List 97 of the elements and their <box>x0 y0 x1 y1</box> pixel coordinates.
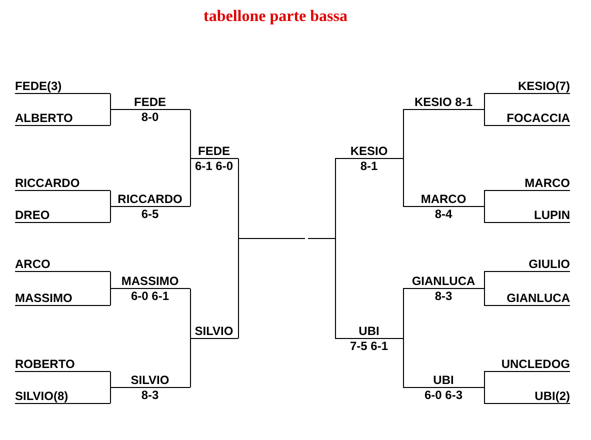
bracket-connector <box>110 109 111 126</box>
bracket-connector <box>190 338 191 388</box>
player-name: MARCO <box>420 192 468 206</box>
bracket-slot <box>484 257 570 272</box>
bracket-slot <box>403 192 484 221</box>
player-name: ARCO <box>15 257 52 271</box>
bracket-connector <box>403 338 404 388</box>
player-name: GIULIO <box>528 257 570 271</box>
final-line <box>308 238 335 239</box>
bracket-connector <box>238 158 239 239</box>
bracket-slot <box>15 357 110 372</box>
bracket-connector <box>190 158 191 207</box>
player-name: MASSIMO <box>15 291 74 305</box>
bracket-connector <box>110 93 111 110</box>
player-name: SILVIO(8) <box>15 389 70 403</box>
bracket-slot <box>484 357 570 372</box>
bracket-slot <box>484 291 570 306</box>
bracket-connector <box>238 238 239 339</box>
match-score: 8-1 <box>359 159 379 173</box>
match-score: 6-5 <box>140 207 160 221</box>
player-name: ROBERTO <box>15 357 76 371</box>
player-name: KESIO(7) <box>516 79 570 93</box>
bracket-slot <box>15 111 110 126</box>
bracket-connector <box>190 109 191 159</box>
match-score: 6-0 6-1 <box>130 289 170 303</box>
match-score: 6-1 6-0 <box>194 159 234 173</box>
player-name: GIANLUCA <box>506 291 570 305</box>
bracket-connector <box>335 238 336 339</box>
match-score: 6-0 6-3 <box>423 388 464 402</box>
bracket-connector <box>110 288 111 306</box>
bracket-slot <box>190 144 238 173</box>
bracket-slot <box>110 192 190 221</box>
bracket-slot <box>403 95 484 110</box>
bracket-slot <box>15 291 110 306</box>
player-name: SILVIO <box>194 324 234 338</box>
bracket-slot <box>484 111 570 126</box>
bracket-slot <box>335 144 403 173</box>
player-name: FEDE <box>196 144 231 158</box>
bracket-slot <box>484 208 570 223</box>
match-score: 8-0 <box>140 110 160 124</box>
bracket-slot <box>190 324 238 339</box>
bracket-slot <box>15 176 110 191</box>
bracket-connector <box>403 109 404 159</box>
bracket-connector <box>110 371 111 388</box>
bracket-connector <box>484 190 485 207</box>
bracket-connector <box>484 109 485 126</box>
bracket-connector <box>190 288 191 339</box>
bracket-slot <box>484 176 570 191</box>
player-name: MASSIMO <box>120 274 180 288</box>
player-name: FOCACCIA <box>506 111 570 125</box>
bracket-slot <box>110 373 190 402</box>
player-name: SILVIO <box>130 373 170 387</box>
player-name: UNCLEDOG <box>500 357 570 371</box>
bracket-connector <box>110 206 111 223</box>
bracket-connector <box>484 93 485 110</box>
bracket-slot <box>15 389 110 404</box>
player-name: RICCARDO <box>15 176 81 190</box>
bracket-slot <box>335 324 403 353</box>
player-name: FEDE <box>132 95 167 109</box>
match-score: 8-3 <box>140 388 160 402</box>
bracket-slot <box>110 274 190 303</box>
bracket-connector <box>110 387 111 404</box>
bracket-connector <box>110 271 111 289</box>
player-name: UBI <box>358 324 380 338</box>
bracket-connector <box>484 271 485 289</box>
bracket-slot <box>484 389 570 404</box>
bracket-connector <box>403 288 404 339</box>
bracket-connector <box>484 206 485 223</box>
player-name: UBI <box>432 373 455 387</box>
bracket-slot <box>15 79 110 94</box>
player-name: DREO <box>15 208 51 222</box>
player-name: FEDE(3) <box>15 79 63 93</box>
bracket-slot <box>403 274 484 303</box>
player-name: MARCO <box>524 176 570 190</box>
bracket-slot <box>403 373 484 402</box>
player-name: GIANLUCA <box>410 274 476 288</box>
bracket-connector <box>484 288 485 306</box>
match-score: 8-3 <box>434 289 454 303</box>
final-line <box>238 238 305 239</box>
bracket-connector <box>484 371 485 388</box>
player-name: KESIO <box>349 144 389 158</box>
bracket-slot <box>15 257 110 272</box>
bracket-connector <box>335 158 336 239</box>
match-score: 8-4 <box>434 207 454 221</box>
match-score: 7-5 6-1 <box>348 339 390 353</box>
bracket-slot <box>484 79 570 94</box>
bracket-slot <box>110 95 190 124</box>
bracket-slot <box>15 208 110 223</box>
bracket-connector <box>110 190 111 207</box>
bracket-connector <box>484 387 485 404</box>
player-name: LUPIN <box>533 208 570 222</box>
player-name: RICCARDO <box>116 192 184 206</box>
player-name: UBI(2) <box>534 389 570 403</box>
player-name: KESIO 8-1 <box>413 95 474 109</box>
bracket-connector <box>403 158 404 207</box>
player-name: ALBERTO <box>15 111 74 125</box>
bracket-title: tabellone parte bassa <box>204 8 348 25</box>
